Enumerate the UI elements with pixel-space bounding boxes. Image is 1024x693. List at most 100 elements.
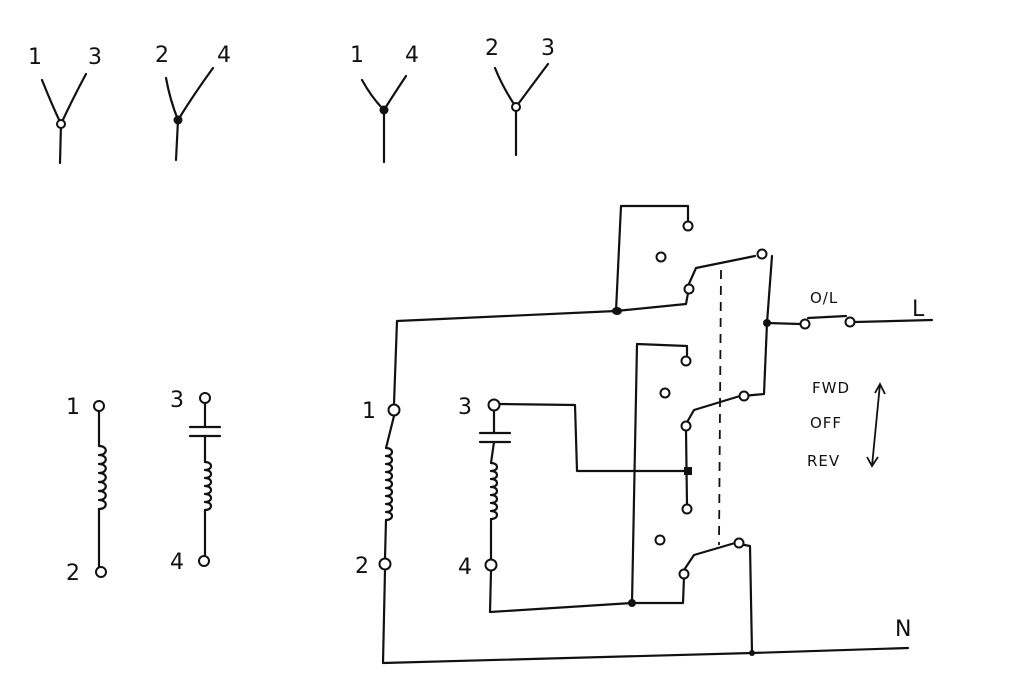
combo-label-left: 1	[350, 43, 364, 68]
main-winding-top-terminal	[93, 400, 105, 412]
start-winding-top-terminal	[199, 392, 211, 404]
circuit-main-lead	[383, 518, 388, 560]
overload-protector: O/L L N	[765, 289, 934, 642]
circuit-start-top-label: 3	[458, 395, 472, 420]
wire-main-to-top-bus	[392, 309, 618, 406]
junction-point	[379, 105, 389, 115]
wire-right-loop	[630, 342, 689, 605]
junction-point	[173, 115, 183, 125]
wire-common-upper	[765, 254, 774, 325]
switch-terminal	[654, 534, 666, 546]
overload-label: O/L	[810, 289, 838, 307]
junction-point	[56, 119, 66, 129]
combo-label-right: 3	[541, 36, 555, 61]
wire-line-in	[853, 318, 934, 324]
main-winding: 1 2	[66, 395, 107, 586]
wire-neutral-drop	[737, 542, 754, 655]
switch-terminal	[756, 248, 768, 260]
main-winding-bottom-terminal	[95, 566, 107, 578]
circuit-start-winding: 3 4	[458, 395, 690, 614]
switch-terminal	[738, 390, 750, 402]
switch-terminal	[733, 537, 745, 549]
start-winding-bottom-terminal	[198, 555, 210, 567]
circuit-start-coil-icon	[489, 461, 499, 521]
overload-contact-icon	[806, 314, 848, 320]
position-fwd-label: FWD	[812, 379, 850, 397]
junction-wires	[493, 62, 550, 157]
junction-dot	[628, 599, 636, 607]
junction-dot	[749, 650, 755, 656]
switch-terminal	[659, 387, 671, 399]
junction-2-3: 2 3	[485, 36, 555, 157]
position-arrow-up-icon	[874, 382, 886, 395]
junction-point	[511, 102, 521, 112]
switch-terminal	[678, 568, 690, 580]
main-winding-coil-icon	[97, 444, 107, 511]
wire-bus-to-contact	[614, 291, 690, 313]
combo-label-left: 1	[28, 45, 42, 70]
junction-combos: 1 3 2 4 1 4 2 3	[28, 36, 555, 165]
switch-terminal	[682, 220, 694, 232]
windings-legend: 1 2 3 4	[66, 388, 222, 586]
wire-to-overload	[765, 321, 802, 326]
wire-common-middle	[740, 321, 769, 398]
start-winding-bottom-label: 4	[170, 550, 184, 575]
junction-wires	[360, 74, 408, 164]
circuit-main-top-label: 1	[362, 399, 376, 424]
combo-label-right: 4	[405, 43, 419, 68]
circuit-main-bottom-label: 2	[355, 554, 369, 579]
overload-terminal	[844, 316, 856, 328]
neutral-label: N	[895, 617, 911, 642]
main-winding-bottom-label: 2	[66, 561, 80, 586]
junction-dot	[612, 307, 622, 315]
wire-start-to-switch	[498, 402, 690, 473]
switch-circuit: 1 2 3 4	[355, 204, 934, 665]
overload-terminal	[799, 318, 811, 330]
start-winding: 3 4	[170, 388, 222, 575]
junction-dot	[684, 467, 692, 475]
start-winding-coil-icon	[203, 460, 213, 512]
circuit-main-winding: 1 2	[355, 309, 910, 665]
circuit-main-coil-icon	[384, 446, 394, 522]
position-arrow-down-icon	[866, 456, 879, 468]
switch-terminal	[680, 355, 692, 367]
combo-label-right: 3	[88, 45, 102, 70]
wire-top-loop	[614, 204, 690, 313]
wire-neutral-bus	[381, 568, 910, 665]
junction-wires	[164, 66, 215, 162]
combo-label-left: 2	[155, 43, 169, 68]
switch-linkage	[718, 269, 722, 546]
switch-blade-lower	[682, 541, 737, 572]
circuit-start-bottom-terminal	[484, 558, 498, 572]
switch-blade-upper	[686, 254, 757, 288]
junction-2-4: 2 4	[155, 43, 231, 162]
position-off-label: OFF	[810, 414, 842, 432]
circuit-start-bottom-label: 4	[458, 555, 472, 580]
circuit-main-top-terminal	[387, 403, 401, 417]
circuit-start-top-terminal	[487, 398, 501, 412]
position-rev-label: REV	[807, 452, 840, 470]
junction-1-4: 1 4	[350, 43, 419, 164]
switch-terminal	[680, 420, 692, 432]
circuit-capacitor-icon	[478, 431, 512, 444]
combo-label-right: 4	[217, 43, 231, 68]
circuit-main-lead	[384, 414, 396, 450]
switch-terminal	[655, 251, 667, 263]
line-label: L	[912, 297, 925, 322]
circuit-main-bottom-terminal	[378, 557, 392, 571]
wire-start-bottom	[488, 569, 634, 614]
combo-label-left: 2	[485, 36, 499, 61]
capacitor-icon	[188, 425, 222, 438]
switch-wiring	[614, 204, 774, 655]
position-arrow-shaft	[871, 383, 881, 467]
main-winding-top-label: 1	[66, 395, 80, 420]
switch-terminal	[681, 503, 693, 515]
junction-1-3: 1 3	[28, 45, 102, 165]
switch-terminals	[654, 220, 768, 580]
switch-positions: FWD OFF REV	[807, 379, 886, 470]
switch-blade-middle	[684, 394, 742, 426]
circuit-start-lead	[489, 440, 496, 465]
start-winding-top-label: 3	[170, 388, 184, 413]
switch-terminal	[683, 283, 695, 295]
